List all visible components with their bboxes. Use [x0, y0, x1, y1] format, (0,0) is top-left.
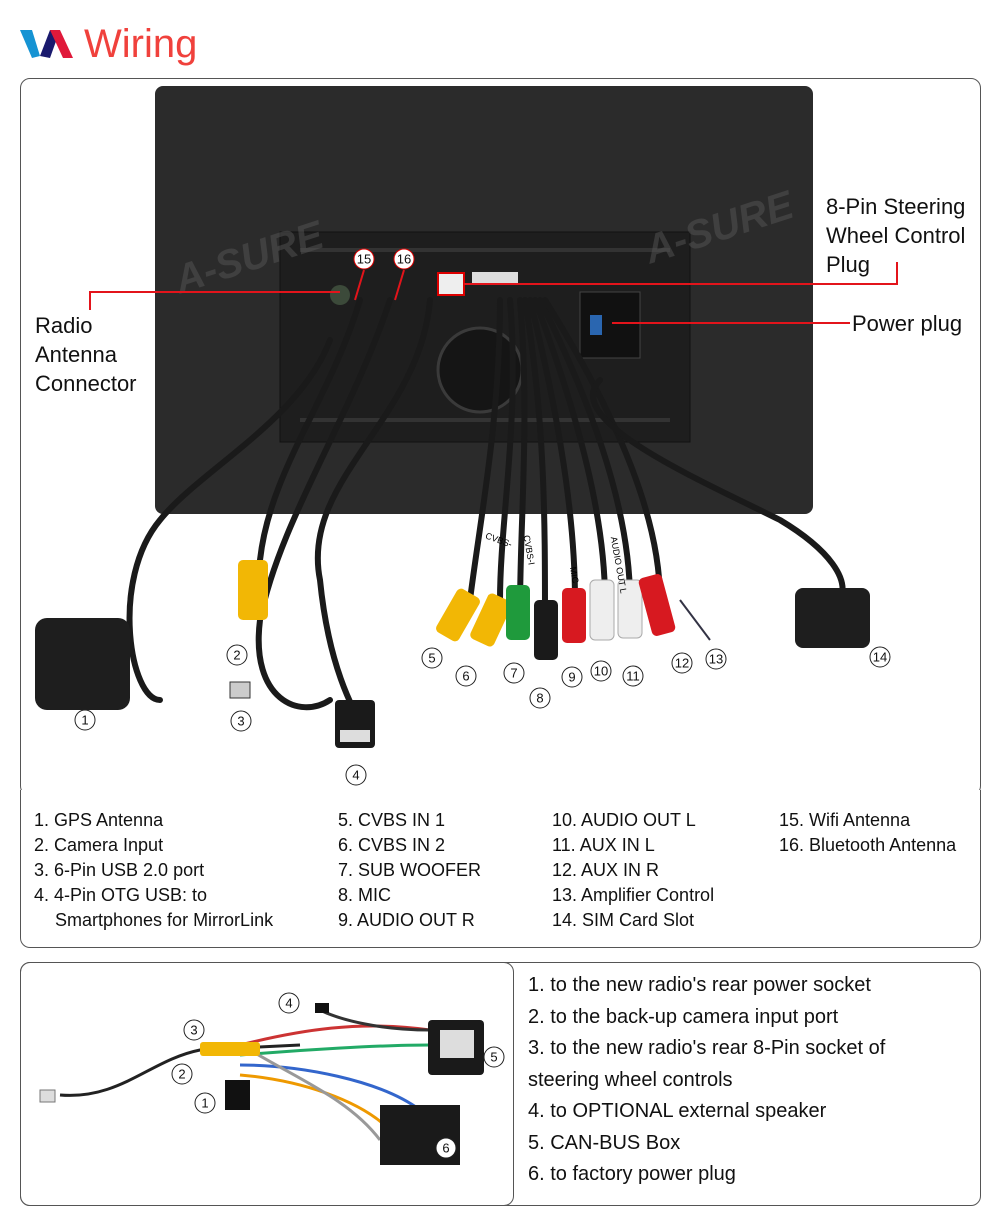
- marker-15: 15: [353, 248, 375, 270]
- harness-step: 6. to factory power plug: [528, 1163, 736, 1185]
- marker-1: 1: [74, 709, 96, 731]
- legend-item: 9. AUDIO OUT R: [338, 910, 475, 930]
- harness-step: 4. to OPTIONAL external speaker: [528, 1100, 827, 1122]
- callout-line: Connector: [35, 371, 137, 396]
- legend-item: 3. 6-Pin USB 2.0 port: [34, 860, 205, 880]
- marker-2: 2: [226, 644, 248, 666]
- steering-plug: [437, 272, 465, 296]
- sim-card-box: [795, 588, 870, 648]
- marker-13: 13: [705, 648, 727, 670]
- harness-step: 1. to the new radio's rear power socket: [528, 974, 871, 996]
- legend-item: Smartphones for MirrorLink: [55, 910, 274, 930]
- power-socket: [579, 291, 641, 359]
- header: Wiring: [20, 22, 197, 66]
- camera-cable: [257, 297, 363, 563]
- harness-marker-3: 3: [183, 1019, 205, 1041]
- brand-logo: [20, 30, 73, 58]
- marker-12: 12: [671, 652, 693, 674]
- camera-rca: [238, 560, 268, 620]
- radio-antenna-line: [89, 291, 340, 310]
- legend-item: 13. Amplifier Control: [552, 885, 715, 905]
- usb-6pin: [229, 681, 251, 699]
- harness-marker-5: 5: [483, 1046, 505, 1068]
- marker-3: 3: [230, 710, 252, 732]
- legend-column-1: 1. GPS Antenna 2. Camera Input 3. 6-Pin …: [34, 808, 273, 933]
- legend-item: 10. AUDIO OUT L: [552, 810, 696, 830]
- harness-step: 5. CAN-BUS Box: [528, 1131, 681, 1154]
- marker-4: 4: [345, 764, 367, 786]
- callout-line: Plug: [826, 252, 871, 277]
- legend-item: 1. GPS Antenna: [34, 810, 164, 830]
- legend-item: 4. 4-Pin OTG USB: to: [34, 885, 208, 905]
- legend-column-2: 5. CVBS IN 1 6. CVBS IN 2 7. SUB WOOFER …: [338, 808, 481, 933]
- harness-steps: 1. to the new radio's rear power socket …: [528, 970, 885, 1191]
- legend-item: 11. AUX IN L: [552, 835, 655, 855]
- legend-item: 7. SUB WOOFER: [338, 860, 482, 880]
- harness-photo-frame: [20, 962, 514, 1206]
- legend-item: 16. Bluetooth Antenna: [779, 835, 957, 855]
- sim-cable: [590, 377, 846, 603]
- legend-item: 12. AUX IN R: [552, 860, 660, 880]
- legend-panel: [20, 790, 981, 948]
- callout-line: 8-Pin Steering: [826, 194, 966, 219]
- legend-item: 14. SIM Card Slot: [552, 910, 695, 930]
- marker-10: 10: [590, 660, 612, 682]
- antenna-socket: [330, 285, 350, 305]
- callout-line: Wheel Control: [826, 223, 966, 248]
- harness-step: 2. to the back-up camera input port: [528, 1005, 839, 1028]
- legend-item: 2. Camera Input: [34, 835, 164, 855]
- steering-line: [464, 262, 898, 285]
- head-unit-illustration: A-SURE A-SURE: [35, 86, 898, 748]
- harness-step: steering wheel controls: [528, 1068, 733, 1091]
- marker-14: 14: [869, 646, 891, 668]
- legend-item: 6. CVBS IN 2: [338, 835, 446, 855]
- harness-marker-4: 4: [278, 992, 300, 1014]
- radio-antenna-callout: Radio Antenna Connector: [35, 311, 137, 398]
- harness-marker-6: 6: [435, 1137, 457, 1159]
- rca-connectors: [436, 574, 676, 660]
- harness-marker-2: 2: [171, 1063, 193, 1085]
- legend-column-4: 15. Wifi Antenna 16. Bluetooth Antenna: [779, 808, 956, 858]
- marker-7: 7: [503, 662, 525, 684]
- legend-column-3: 10. AUDIO OUT L 11. AUX IN L 12. AUX IN …: [552, 808, 714, 933]
- power-plug-callout: Power plug: [852, 311, 963, 336]
- marker-5: 5: [421, 647, 443, 669]
- gps-antenna: [35, 618, 130, 710]
- harness-marker-1: 1: [194, 1092, 216, 1114]
- marker-11: 11: [622, 665, 644, 687]
- steering-callout: 8-Pin Steering Wheel Control Plug: [826, 192, 965, 279]
- marker-9: 9: [561, 666, 583, 688]
- marker-6: 6: [455, 665, 477, 687]
- page-title: Wiring: [84, 22, 198, 66]
- callout-line: Radio: [35, 313, 93, 338]
- marker-8: 8: [529, 687, 551, 709]
- harness-step: 3. to the new radio's rear 8-Pin socket …: [528, 1037, 886, 1059]
- legend-item: 8. MIC: [338, 885, 392, 905]
- legend-item: 15. Wifi Antenna: [779, 810, 911, 830]
- callout-line: Antenna: [35, 342, 117, 367]
- gps-cable: [126, 337, 333, 703]
- legend-item: 5. CVBS IN 1: [338, 810, 446, 830]
- marker-16: 16: [393, 248, 415, 270]
